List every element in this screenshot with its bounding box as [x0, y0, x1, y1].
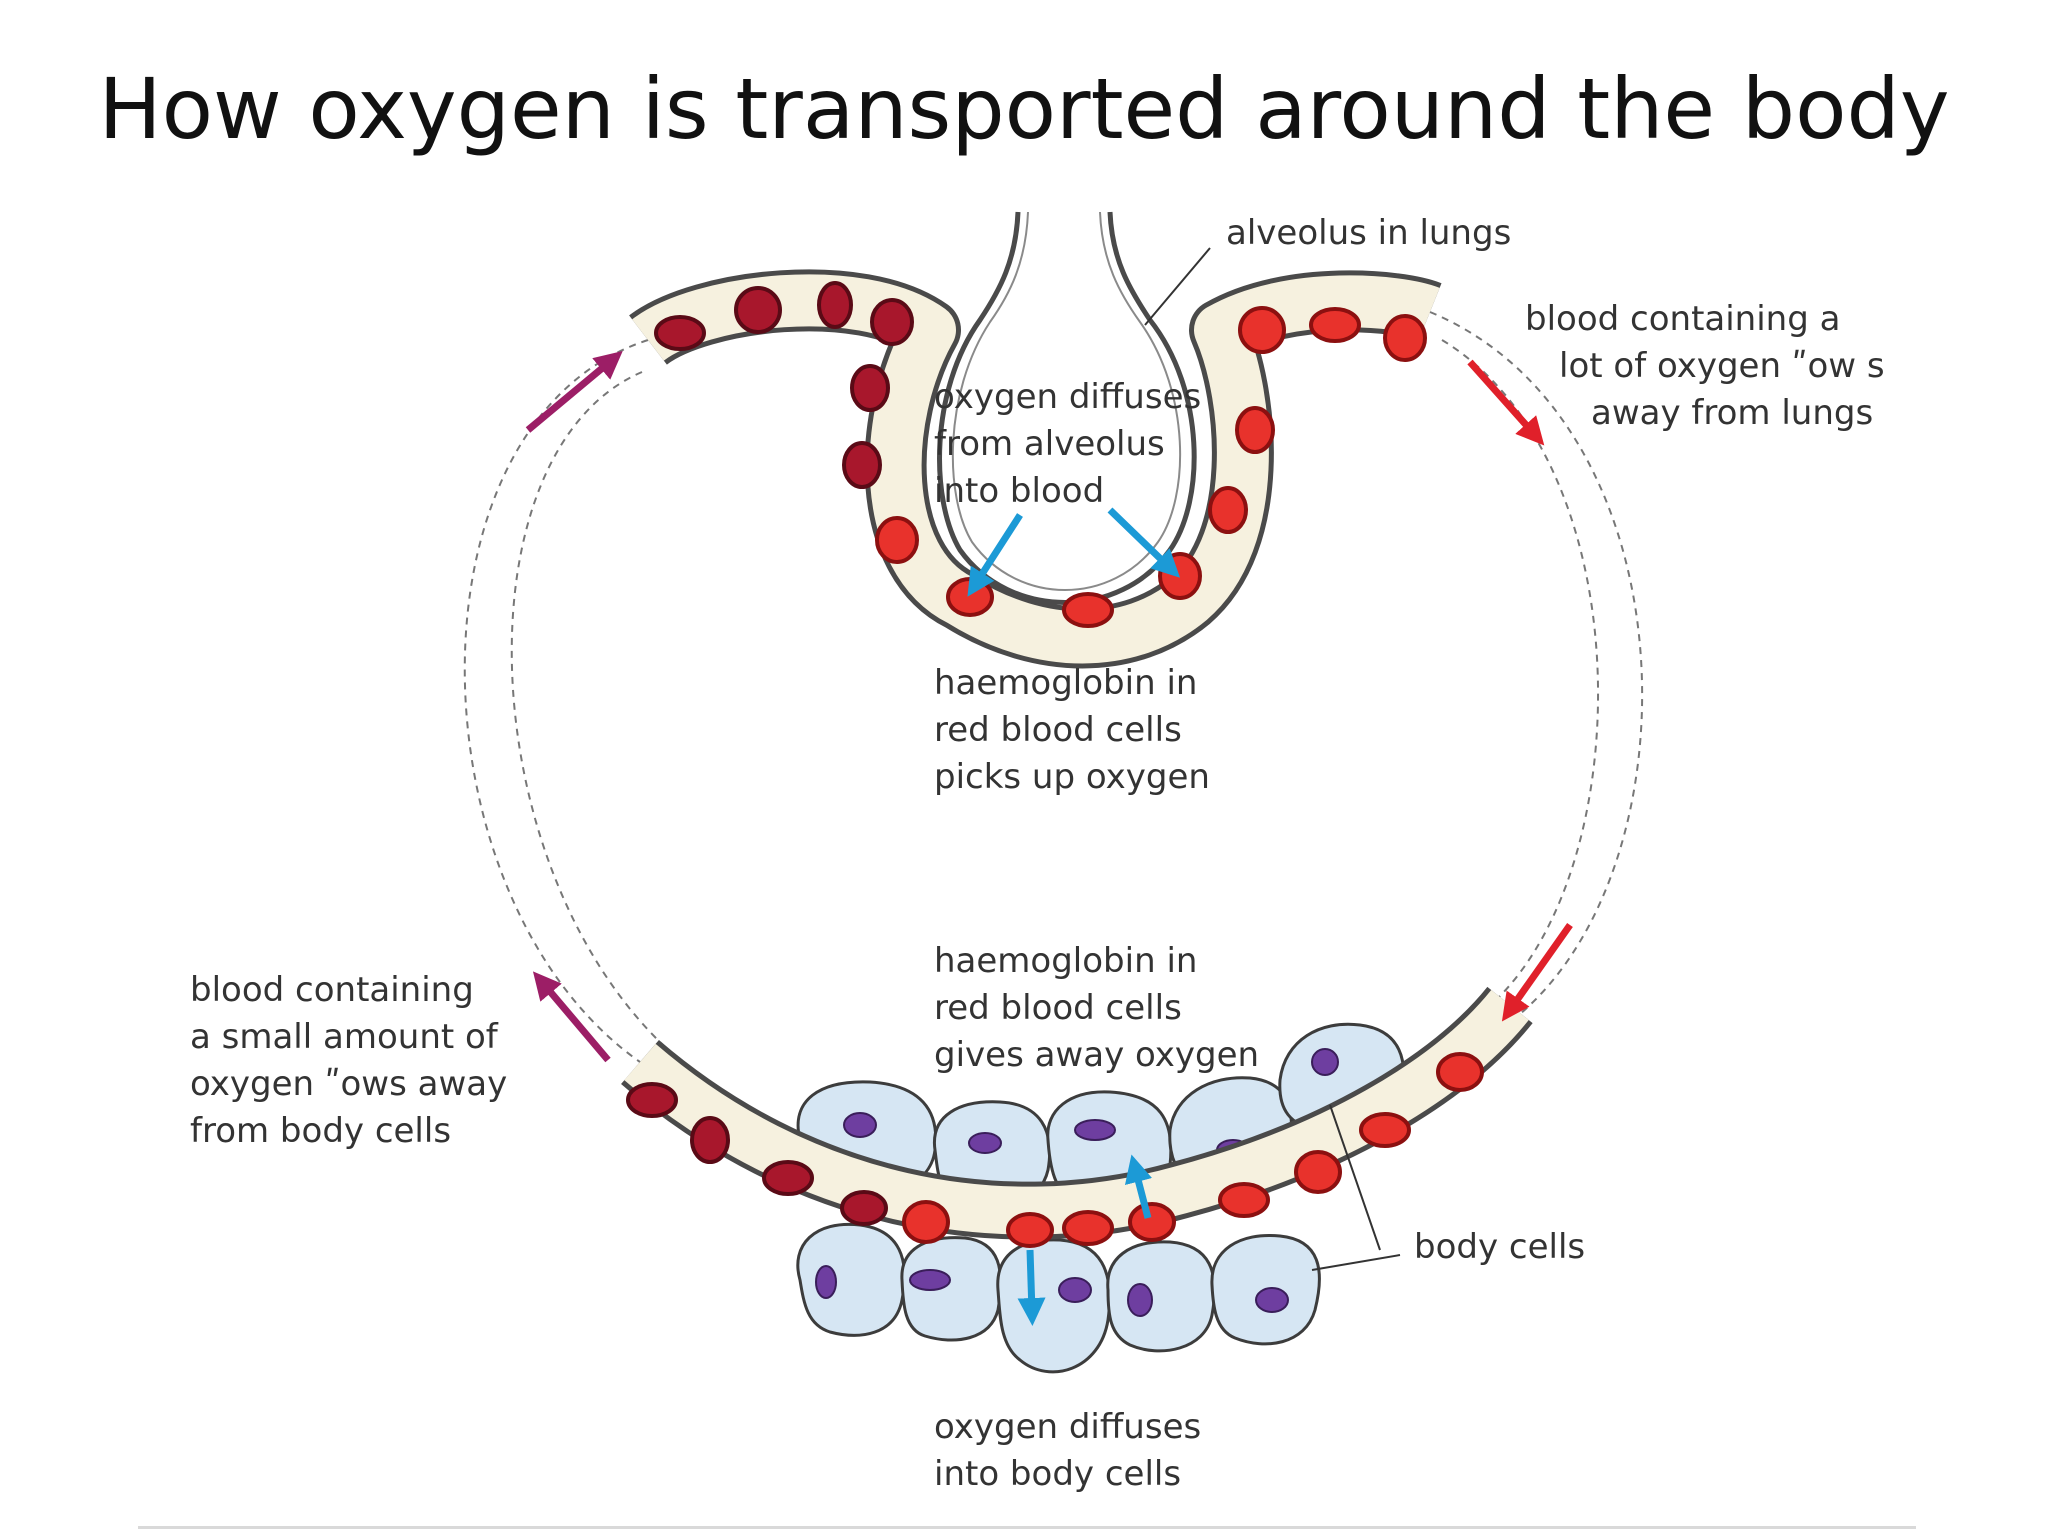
- rbc-deoxygenated: [817, 281, 853, 329]
- rbc-deoxygenated: [762, 1160, 814, 1196]
- bottom-divider: [138, 1526, 1916, 1529]
- diffusion-arrow-body-down: [1017, 1249, 1046, 1326]
- rbc-deoxygenated: [734, 286, 782, 334]
- rbc-deoxygenated: [842, 441, 882, 489]
- rbc-deoxygenated: [850, 364, 890, 412]
- rbc-oxygenated: [1062, 592, 1114, 628]
- rbc-oxygenated: [1359, 1112, 1411, 1148]
- rbc-oxygenated: [946, 577, 994, 617]
- label-diffuse-body: oxygen diffuses into body cells: [934, 1407, 1202, 1494]
- rbc-oxygenated: [1309, 307, 1361, 343]
- rbc-deoxygenated: [840, 1190, 888, 1226]
- rbc-oxygenated: [1436, 1052, 1484, 1092]
- body-cells-group: [796, 1022, 1406, 1374]
- oxygenated-rbc-group: [875, 306, 1484, 1248]
- circulation-loop-inner: [510, 371, 665, 1047]
- rbc-oxygenated: [1006, 1212, 1054, 1248]
- body-cell: [996, 1238, 1112, 1374]
- label-body-cells: body cells: [1414, 1227, 1586, 1267]
- rbc-oxygenated: [1218, 1182, 1270, 1218]
- leader-line-alveolus: [1144, 247, 1211, 326]
- label-alveolus: alveolus in lungs: [1226, 213, 1512, 253]
- body-cell: [1106, 1240, 1217, 1353]
- rbc-deoxygenated: [870, 298, 914, 346]
- body-cell: [900, 1236, 1003, 1342]
- rbc-deoxygenated: [654, 315, 706, 351]
- circulation-loop-right-inner: [1441, 339, 1599, 1001]
- rbc-deoxygenated: [626, 1082, 678, 1118]
- label-oxygenated-flow: blood containing a lot of oxygen ʺow s a…: [1525, 299, 1885, 433]
- flow-arrow-deoxygenated-bottom: [532, 971, 611, 1063]
- rbc-oxygenated: [1128, 1202, 1176, 1242]
- diffusion-arrow-lung-right: [1107, 507, 1181, 578]
- circulation-loop-right-outer: [1429, 311, 1644, 1015]
- rbc-oxygenated: [1294, 1150, 1342, 1194]
- rbc-oxygenated: [902, 1200, 950, 1244]
- body-cell: [796, 1222, 907, 1337]
- rbc-oxygenated: [1383, 314, 1427, 362]
- rbc-oxygenated: [1208, 486, 1248, 534]
- rbc-deoxygenated: [690, 1116, 730, 1164]
- diffusion-arrow-body-up: [1124, 1154, 1153, 1219]
- leader-line-body-cells-2: [1329, 1104, 1381, 1251]
- label-pickup: haemoglobin in red blood cells picks up …: [934, 663, 1210, 797]
- slide-title: How oxygen is transported around the bod…: [98, 60, 1950, 158]
- rbc-oxygenated: [1235, 406, 1275, 454]
- diffusion-arrow-lung-left: [967, 513, 1023, 597]
- rbc-oxygenated: [1238, 306, 1286, 354]
- leader-line-body-cells-1: [1311, 1254, 1401, 1271]
- flow-arrow-oxygenated-bottom: [1501, 922, 1573, 1022]
- circulation-loop-outer: [463, 339, 649, 1063]
- label-deoxygenated-flow: blood containing a small amount of oxyge…: [190, 970, 508, 1151]
- rbc-oxygenated: [875, 516, 919, 564]
- label-diffuse-alveolus: oxygen diffuses from alveolus into blood: [934, 377, 1202, 511]
- flow-arrow-deoxygenated-top: [525, 351, 623, 433]
- label-giveaway: haemoglobin in red blood cells gives awa…: [934, 941, 1260, 1075]
- rbc-oxygenated: [1062, 1210, 1114, 1246]
- deoxygenated-rbc-group: [626, 281, 914, 1226]
- flow-arrow-oxygenated-top: [1467, 359, 1545, 446]
